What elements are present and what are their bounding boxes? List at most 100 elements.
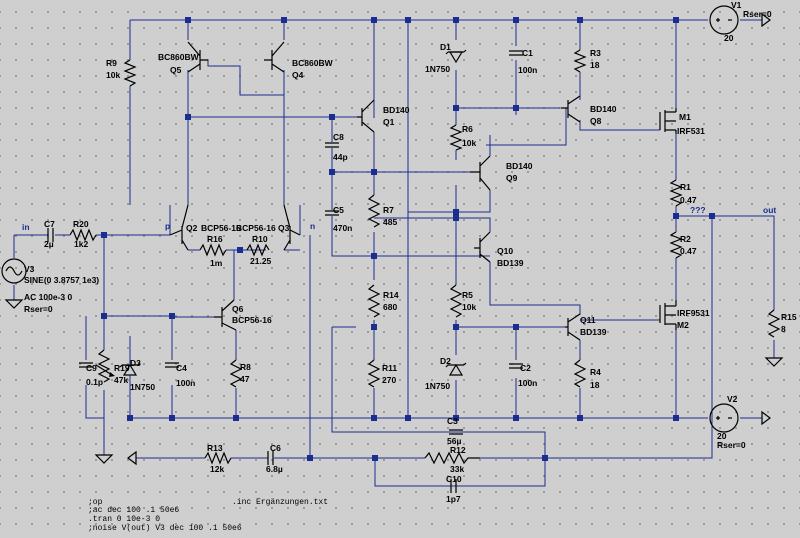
label-parts-c9-name: C9 xyxy=(86,363,97,373)
label-parts-d3-name: D3 xyxy=(130,358,141,368)
label-parts-q2-model: BCP56-16 xyxy=(201,223,241,233)
label-parts-q2-name: Q2 xyxy=(186,223,198,233)
label-parts-m2-model: IRF9531 xyxy=(677,308,710,318)
r12-symbol xyxy=(424,451,480,465)
net-labels: in p n out ??? xyxy=(22,205,776,232)
label-parts-r11-name: R11 xyxy=(382,363,397,373)
junction-nodes xyxy=(101,17,715,461)
label-parts-c2-name: C2 xyxy=(520,363,531,373)
label-parts-v1-value: 20 xyxy=(724,33,734,43)
label-parts-v1-rser: Rser=0 xyxy=(743,9,772,19)
label-parts-d1-model: 1N750 xyxy=(425,64,450,74)
label-parts-q9-name: Q9 xyxy=(506,173,518,183)
q3-symbol xyxy=(283,204,301,251)
v2-arrow xyxy=(761,410,771,426)
label-parts-r4-name: R4 xyxy=(590,367,601,377)
feedback-arrow xyxy=(127,450,137,466)
directive-tran: .tran 0 10e-3 0 xyxy=(88,515,160,524)
directive-op: ;op xyxy=(88,498,103,507)
q8-symbol xyxy=(561,95,581,123)
label-parts-r14-value: 680 xyxy=(383,302,397,312)
label-parts-r20-value: 1k2 xyxy=(74,239,88,249)
directive-ac: ;ac dec 100 .1 50e6 xyxy=(88,506,179,515)
r6-symbol xyxy=(449,124,463,151)
r13-symbol xyxy=(204,451,232,465)
q10-symbol xyxy=(474,231,491,263)
r1-symbol xyxy=(669,179,683,207)
r9-symbol xyxy=(123,59,137,87)
label-parts-q10-name: Q10 xyxy=(497,246,513,256)
label-parts-r10-value: 21.25 xyxy=(250,256,272,266)
r11-symbol xyxy=(367,359,381,388)
label-parts-v2-value: 20 xyxy=(717,431,727,441)
label-parts-q3-model: BCP56-16 xyxy=(236,223,276,233)
label-parts-v3-name: V3 xyxy=(24,264,35,274)
r20-symbol xyxy=(69,228,97,242)
label-parts-v3-rser: Rser=0 xyxy=(24,304,53,314)
label-parts-r6-name: R6 xyxy=(462,124,473,134)
label-parts-c4-name: C4 xyxy=(176,363,187,373)
label-parts-q6-name: Q6 xyxy=(232,304,244,314)
label-parts-c10-value: 1p7 xyxy=(446,494,461,504)
r8-symbol xyxy=(229,359,243,388)
label-parts-v3-value: SINE(0 3.8757 1e3) xyxy=(24,275,99,285)
label-parts-q8-model: BD140 xyxy=(590,104,617,114)
q4-symbol xyxy=(264,41,285,73)
r16-symbol xyxy=(199,243,227,257)
label-parts-q11-name: Q11 xyxy=(580,315,596,325)
label-parts-r8-name: R8 xyxy=(240,362,251,372)
label-parts-m1-name: M1 xyxy=(679,112,691,122)
c7-symbol xyxy=(47,228,54,242)
r19-symbol xyxy=(97,349,111,383)
label-parts-r12-name: R12 xyxy=(450,445,466,455)
label-parts-q3-name: Q3 xyxy=(278,223,290,233)
label-parts-r1-value: 0.47 xyxy=(680,195,697,205)
v1-symbol xyxy=(709,5,739,35)
label-parts-r13-name: R13 xyxy=(207,443,223,453)
q1-symbol xyxy=(357,99,375,133)
net-out: out xyxy=(763,205,776,215)
label-parts-d1-name: D1 xyxy=(440,42,451,52)
label-parts-q11-model: BD139 xyxy=(580,327,607,337)
label-parts-c4-value: 100n xyxy=(176,378,195,388)
r2-symbol xyxy=(669,231,683,259)
label-parts-q5-name: Q5 xyxy=(170,65,182,75)
label-parts-r9-value: 10k xyxy=(106,70,120,80)
label-parts-q5-model: BC860BW xyxy=(158,52,200,62)
m1-symbol xyxy=(659,108,677,134)
net-p: p xyxy=(165,221,170,231)
spice-directives[interactable]: ;op ;ac dec 100 .1 50e6 .tran 0 10e-3 0 … xyxy=(88,498,328,533)
ground-v3 xyxy=(4,299,24,309)
label-parts-r19-name: R19 xyxy=(114,363,130,373)
r7-symbol xyxy=(367,194,381,228)
label-parts-r5-name: R5 xyxy=(462,290,473,300)
symbols xyxy=(1,5,784,493)
r4-symbol xyxy=(573,359,587,388)
label-parts-r16-name: R16 xyxy=(207,234,223,244)
label-parts-r2-name: R2 xyxy=(680,234,691,244)
label-parts-d2-name: D2 xyxy=(440,356,451,366)
m2-symbol xyxy=(659,300,677,330)
label-parts-r2-value: 0.47 xyxy=(680,246,697,256)
ground-r15 xyxy=(764,357,784,367)
ground-r19 xyxy=(94,454,114,464)
v1-arrow xyxy=(761,12,771,28)
net-probe: ??? xyxy=(690,205,706,215)
directive-include: .inc Ergänzungen.txt xyxy=(232,498,328,507)
q5-symbol xyxy=(187,41,208,73)
label-parts-q4-name: Q4 xyxy=(292,70,304,80)
c5-symbol xyxy=(325,210,339,216)
label-parts-r9-name: R9 xyxy=(106,58,117,68)
v3-symbol xyxy=(1,258,27,284)
label-parts-d3-model: 1N750 xyxy=(130,382,155,392)
label-parts-c10-name: C10 xyxy=(446,474,462,484)
q6-symbol xyxy=(172,299,237,331)
label-parts-d2-model: 1N750 xyxy=(425,381,450,391)
r5-symbol xyxy=(449,284,463,318)
label-parts-v3-ac: AC 100e-3 0 xyxy=(24,292,72,302)
label-parts-v1-name: V1 xyxy=(731,0,742,10)
label-parts-r15-value: 8 xyxy=(781,324,786,334)
label-parts-r20-name: R20 xyxy=(73,219,89,229)
